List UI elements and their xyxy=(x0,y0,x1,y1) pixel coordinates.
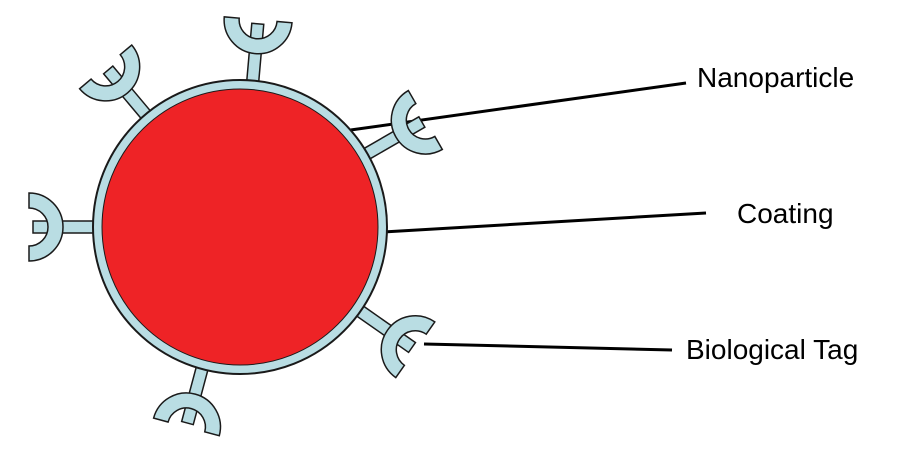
coating-label: Coating xyxy=(737,198,834,229)
biological-tag-label: Biological Tag xyxy=(686,334,859,365)
nanoparticle-label: Nanoparticle xyxy=(697,62,855,93)
coating-leader-line xyxy=(382,211,707,234)
biological-tag-leader-line xyxy=(423,342,673,352)
biological-tag-left xyxy=(28,192,98,262)
nanoparticle-core xyxy=(101,88,379,366)
